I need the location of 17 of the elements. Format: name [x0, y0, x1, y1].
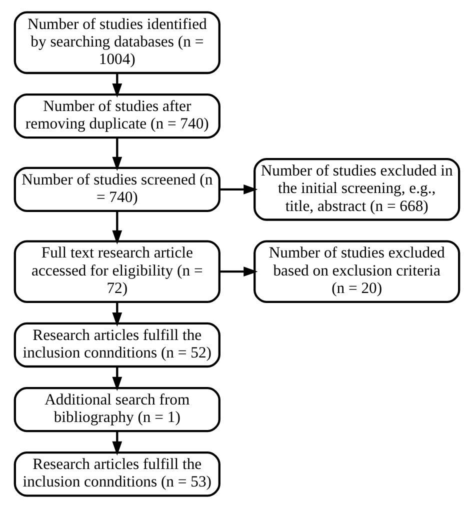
node-box: Number of studies excluded in the initial screening, e.g., title, abstract (n = 668) [254, 158, 460, 221]
node-box: Additional search from bibliography (n = 1) [14, 386, 220, 432]
node-box: Number of studies identified by searching databases (n = 1004) [14, 11, 220, 74]
node-box: Research articles fulfill the inclusion connditions (n = 53) [14, 452, 220, 497]
arrow [112, 366, 122, 391]
arrow [220, 184, 258, 194]
arrow [220, 266, 258, 277]
arrow [112, 73, 122, 98]
node-box: Number of studies screened (n = 740) [14, 166, 220, 212]
arrow [112, 302, 122, 327]
node-box: Number of studies after removing duplicate (n = 740) [14, 93, 220, 139]
node-box: Full text research article accessed for eligibility (n = 72) [14, 240, 220, 304]
node-box: Number of studies excluded based on exclusion criteria (n = 20) [254, 240, 460, 304]
arrow [112, 138, 122, 171]
arrow [112, 211, 122, 244]
arrow [112, 431, 122, 456]
node-box: Research articles fulfill the inclusion connditions (n = 52) [14, 322, 220, 368]
